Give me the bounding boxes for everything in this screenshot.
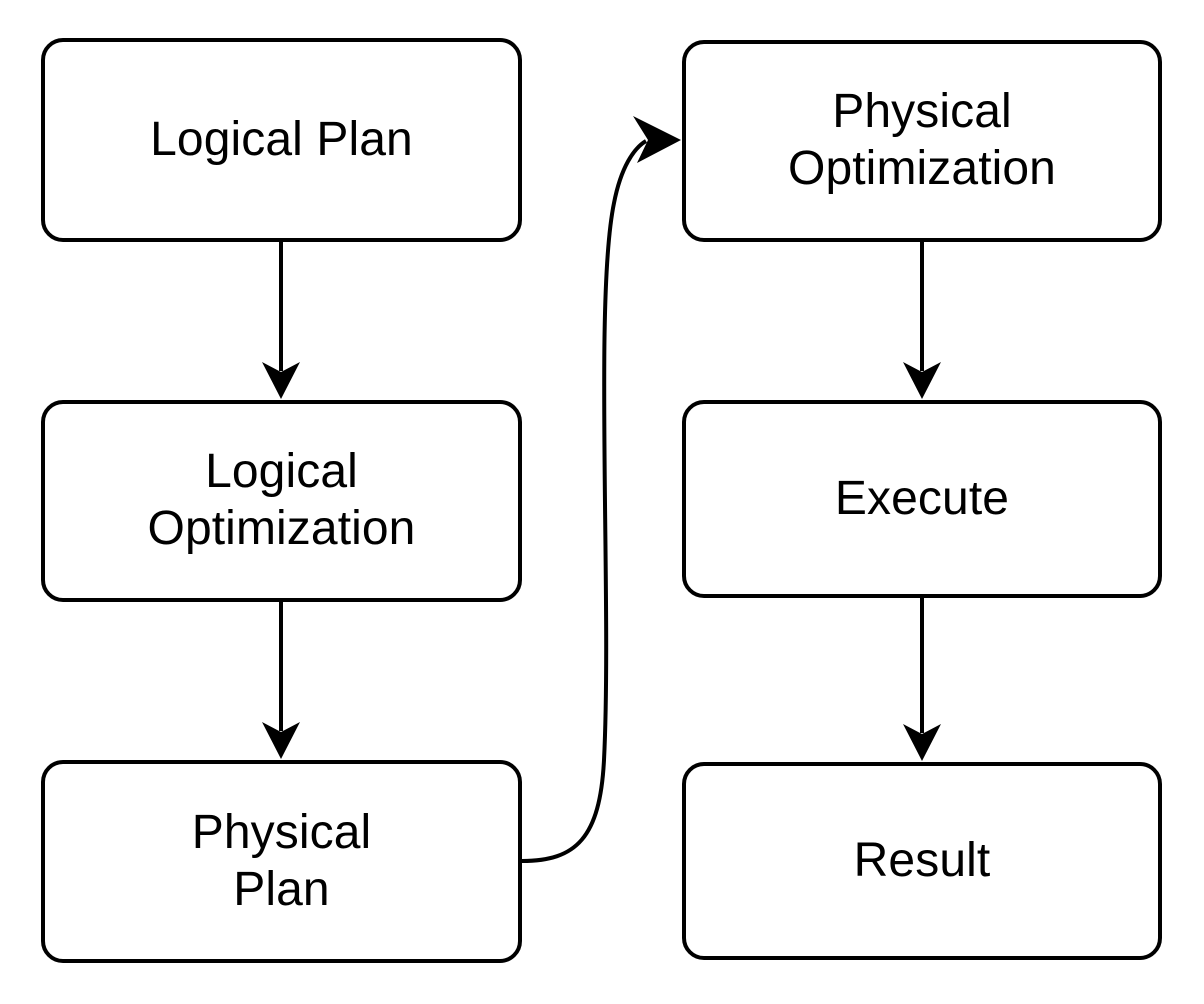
node-execute[interactable]: Execute (682, 400, 1162, 598)
node-physical-plan-label: Physical Plan (191, 805, 372, 916)
node-logical-optimization[interactable]: Logical Optimization (41, 400, 522, 602)
node-result[interactable]: Result (682, 762, 1162, 960)
node-physical-plan[interactable]: Physical Plan (41, 760, 522, 963)
edge-logical-plan-to-logical-optimization (262, 242, 300, 399)
node-logical-optimization-label: Logical Optimization (147, 445, 416, 555)
edge-physical-optimization-to-execute (903, 242, 941, 399)
node-physical-optimization[interactable]: Physical Optimization (682, 40, 1162, 242)
node-result-label: Result (853, 833, 991, 887)
edge-logical-optimization-to-physical-plan (262, 602, 300, 759)
node-physical-optimization-label: Physical Optimization (788, 85, 1056, 195)
node-execute-label: Execute (834, 471, 1010, 525)
edge-physical-plan-to-physical-optimization (521, 116, 681, 863)
node-logical-plan-label: Logical Plan (150, 112, 413, 166)
edge-execute-to-result (903, 598, 941, 761)
node-logical-plan[interactable]: Logical Plan (41, 38, 522, 242)
